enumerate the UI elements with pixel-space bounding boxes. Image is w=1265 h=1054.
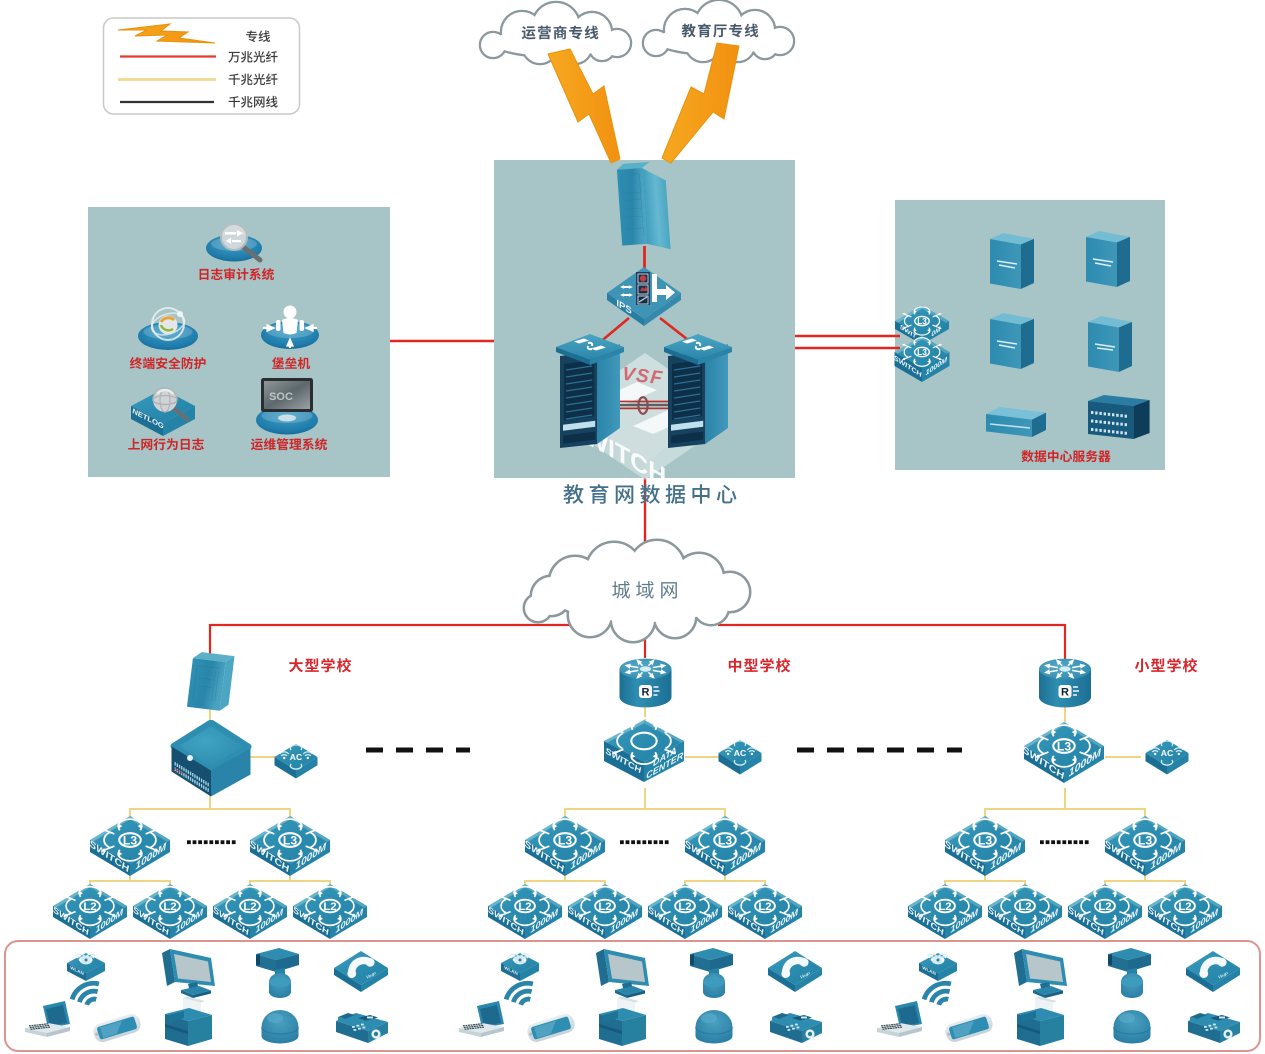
svg-text:L2: L2 [243,901,256,913]
svg-text:VoIP: VoIP [366,971,376,980]
svg-text:L2: L2 [323,901,336,913]
svg-text:L2: L2 [1018,901,1031,913]
svg-text:VSF: VSF [621,364,665,390]
svg-text:L3: L3 [1138,833,1152,847]
svg-text:L3: L3 [283,833,297,847]
svg-text:L3: L3 [917,347,927,357]
svg-text:0M: 0M [931,325,941,339]
svg-text:R: R [642,687,650,699]
svg-text:L2: L2 [518,901,531,913]
svg-text:AC: AC [1161,748,1173,758]
svg-text:L3: L3 [978,833,992,847]
svg-text:L2: L2 [1178,901,1191,913]
svg-text:L2: L2 [1098,901,1111,913]
svg-text:L2: L2 [83,901,96,913]
svg-text:SOC: SOC [269,391,293,403]
svg-text:R: R [1061,687,1069,699]
svg-text:L2: L2 [678,901,691,913]
svg-text:AC: AC [734,748,746,758]
svg-text:VoIP: VoIP [800,971,810,980]
svg-text:L2: L2 [758,901,771,913]
svg-text:L3: L3 [718,833,732,847]
svg-text:L2: L2 [938,901,951,913]
svg-text:L2: L2 [598,901,611,913]
svg-text:AC: AC [290,752,302,762]
svg-text:L3: L3 [558,833,572,847]
svg-text:L3: L3 [917,317,927,326]
svg-text:L3: L3 [123,833,137,847]
svg-text:VoIP: VoIP [1218,971,1228,980]
svg-text:L3: L3 [1057,739,1071,753]
svg-text:L2: L2 [163,901,176,913]
